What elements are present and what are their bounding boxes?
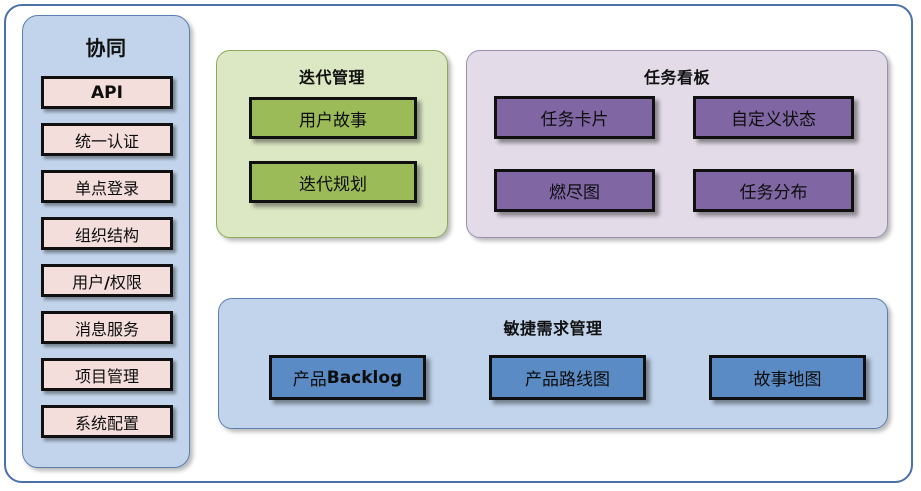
taskboard-item-label: 燃尽图 xyxy=(549,183,600,202)
agile-item-label-cn: 产品 xyxy=(292,370,327,389)
sidebar-item-single-sign-on[interactable]: 单点登录 xyxy=(41,170,173,203)
agile-item-story-map[interactable]: 故事地图 xyxy=(709,355,866,400)
sidebar-panel: 协同 API 统一认证 单点登录 组织结构 用户/权限 消息服务 项目管理 系统… xyxy=(22,15,190,468)
taskboard-item-burndown-chart[interactable]: 燃尽图 xyxy=(494,169,655,212)
taskboard-item-task-distribution[interactable]: 任务分布 xyxy=(693,169,854,212)
agile-requirements-title: 敏捷需求管理 xyxy=(503,319,603,338)
sidebar-item-message-service[interactable]: 消息服务 xyxy=(41,311,173,344)
agile-item-label: 故事地图 xyxy=(753,370,822,389)
iteration-item-label: 用户故事 xyxy=(299,110,367,130)
taskboard-item-label: 任务分布 xyxy=(739,183,808,202)
sidebar-item-org-structure[interactable]: 组织结构 xyxy=(41,217,173,250)
task-board-panel: 任务看板 任务卡片 自定义状态 燃尽图 任务分布 xyxy=(466,50,888,238)
sidebar-item-user-permission[interactable]: 用户/权限 xyxy=(41,264,173,297)
taskboard-item-custom-status[interactable]: 自定义状态 xyxy=(693,96,854,139)
sidebar-item-label: 单点登录 xyxy=(74,180,139,198)
sidebar-item-system-config[interactable]: 系统配置 xyxy=(41,405,173,438)
sidebar-item-api[interactable]: API xyxy=(41,76,173,109)
sidebar-item-unified-auth[interactable]: 统一认证 xyxy=(41,123,173,156)
sidebar-item-label: 系统配置 xyxy=(74,415,139,433)
sidebar-title: 协同 xyxy=(85,36,127,60)
iteration-management-panel: 迭代管理 用户故事 迭代规划 xyxy=(216,50,448,238)
slash-separator: / xyxy=(104,272,110,292)
taskboard-item-task-card[interactable]: 任务卡片 xyxy=(494,96,655,139)
agile-item-label: 产品路线图 xyxy=(525,370,610,389)
sidebar-item-label: 用户/权限 xyxy=(72,272,142,292)
task-board-title: 任务看板 xyxy=(643,68,710,87)
taskboard-item-label: 任务卡片 xyxy=(540,110,609,129)
sidebar-item-label: 消息服务 xyxy=(74,321,139,339)
iteration-item-label: 迭代规划 xyxy=(299,174,367,194)
sidebar-item-label: 项目管理 xyxy=(74,368,139,386)
agile-item-product-roadmap[interactable]: 产品路线图 xyxy=(489,355,646,400)
iteration-item-user-story[interactable]: 用户故事 xyxy=(249,97,417,139)
taskboard-item-label: 自定义状态 xyxy=(731,110,816,129)
iteration-item-iteration-planning[interactable]: 迭代规划 xyxy=(249,161,417,203)
sidebar-item-project-management[interactable]: 项目管理 xyxy=(41,358,173,391)
iteration-management-title: 迭代管理 xyxy=(298,68,365,87)
sidebar-item-label: API xyxy=(91,82,123,103)
agile-item-label-latin: Backlog xyxy=(326,367,403,388)
sidebar-item-label: 统一认证 xyxy=(74,133,139,151)
sidebar-item-label: 组织结构 xyxy=(74,227,139,245)
